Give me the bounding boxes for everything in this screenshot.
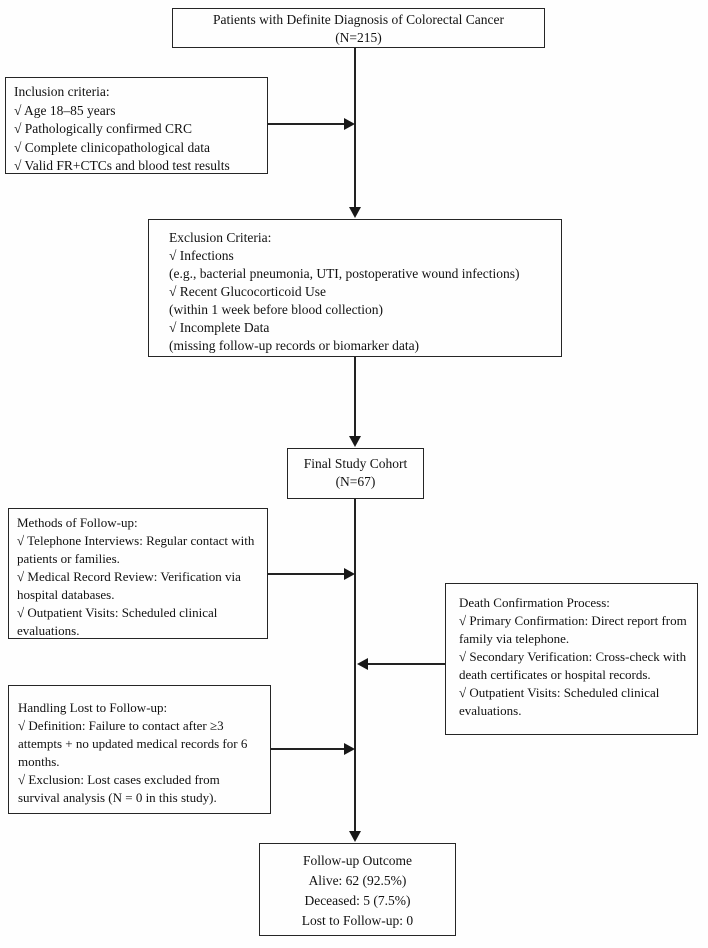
vertical-line [354, 48, 356, 208]
right-arrow-icon [344, 743, 355, 755]
node-exclusion-criteria: Exclusion Criteria: √ Infections (e.g., … [148, 219, 562, 357]
down-arrow-icon [349, 831, 361, 842]
node-line: Alive: 62 (92.5%) [308, 873, 407, 888]
node-title: Inclusion criteria: [14, 84, 110, 99]
node-followup-methods: Methods of Follow-up: √ Telephone Interv… [8, 508, 268, 639]
node-line: Patients with Definite Diagnosis of Colo… [213, 12, 504, 27]
node-followup-outcome: Follow-up Outcome Alive: 62 (92.5%) Dece… [259, 843, 456, 936]
down-arrow-icon [349, 436, 361, 447]
handling-item: √ Exclusion: Lost cases excluded from su… [18, 772, 220, 805]
method-item: √ Medical Record Review: Verification vi… [17, 569, 241, 602]
node-title: Exclusion Criteria: [169, 230, 272, 245]
node-title: Methods of Follow-up: [17, 515, 138, 530]
node-line: Lost to Follow-up: 0 [301, 913, 414, 928]
node-title: Handling Lost to Follow-up: [18, 700, 168, 715]
process-item: √ Primary Confirmation: Direct report fr… [459, 613, 687, 646]
criteria-item: √ Pathologically confirmed CRC [14, 121, 193, 136]
process-item: √ Outpatient Visits: Scheduled clinical … [459, 685, 660, 718]
node-lost-followup-handling: Handling Lost to Follow-up: √ Definition… [8, 685, 271, 814]
criteria-item: (missing follow-up records or biomarker … [169, 338, 420, 353]
node-title: Death Confirmation Process: [459, 595, 610, 610]
node-line: Final Study Cohort [303, 456, 408, 471]
criteria-item: √ Age 18–85 years [14, 102, 116, 118]
node-line: (N=215) [335, 30, 382, 45]
node-line: Deceased: 5 (7.5%) [304, 893, 411, 908]
criteria-item: √ Incomplete Data [169, 320, 270, 335]
vertical-line [354, 499, 356, 832]
criteria-item: √ Valid FR+CTCs and blood test results [14, 158, 230, 173]
node-inclusion-criteria: Inclusion criteria: √ Age 18–85 years √ … [5, 77, 268, 174]
process-item: √ Secondary Verification: Cross-check wi… [459, 649, 687, 682]
node-line: (N=67) [335, 474, 376, 489]
right-arrow-icon [344, 118, 355, 130]
down-arrow-icon [349, 207, 361, 218]
horizontal-line [368, 663, 445, 665]
criteria-item: √ Complete clinicopathological data [14, 139, 210, 155]
method-item: √ Outpatient Visits: Scheduled clinical … [17, 605, 218, 638]
criteria-item: (e.g., bacterial pneumonia, UTI, postope… [169, 266, 520, 281]
method-item: √ Telephone Interviews: Regular contact … [17, 533, 255, 566]
node-death-confirmation: Death Confirmation Process: √ Primary Co… [445, 583, 698, 735]
handling-item: √ Definition: Failure to contact after ≥… [18, 718, 248, 769]
horizontal-line [268, 123, 345, 125]
node-line: Follow-up Outcome [302, 853, 413, 868]
right-arrow-icon [344, 568, 355, 580]
criteria-item: √ Recent Glucocorticoid Use [169, 284, 326, 299]
left-arrow-icon [357, 658, 368, 670]
node-patients-total: Patients with Definite Diagnosis of Colo… [172, 8, 545, 48]
vertical-line [354, 357, 356, 437]
criteria-item: √ Infections [169, 248, 234, 263]
horizontal-line [268, 573, 345, 575]
criteria-item: (within 1 week before blood collection) [169, 302, 384, 317]
node-final-cohort: Final Study Cohort (N=67) [287, 448, 424, 499]
horizontal-line [271, 748, 345, 750]
